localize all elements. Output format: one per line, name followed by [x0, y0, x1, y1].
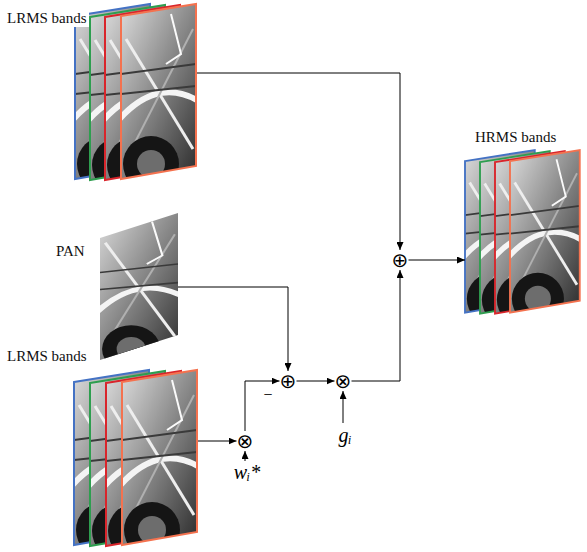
multiply-operator: ⊗ [237, 431, 254, 451]
flow-connector [198, 441, 237, 442]
image-label: PAN [54, 243, 87, 260]
image-stack: LRMS bands [75, 4, 197, 180]
sign-label-holder: − [263, 386, 272, 404]
multiply-operator: ⊗ [335, 371, 352, 391]
weight-label-holder: wᵢ* [234, 461, 261, 483]
image-label: HRMS bands [473, 129, 558, 146]
flow-connector [245, 381, 280, 431]
add-operator: ⊕ [280, 371, 297, 391]
image-label: LRMS bands [5, 348, 89, 365]
operator-symbol: ⊗ [335, 371, 352, 391]
gain-label: gᵢ [338, 424, 351, 446]
add-operator: ⊕ [392, 250, 409, 270]
image-stack: LRMS bands [74, 370, 198, 546]
weight-arrow [245, 451, 246, 461]
gain-arrow [343, 391, 344, 423]
flow-connector [178, 287, 288, 371]
operator-symbol: ⊕ [280, 371, 297, 391]
operator-symbol: ⊕ [392, 250, 409, 270]
sign-label: − [263, 386, 272, 404]
flow-connector [409, 260, 466, 261]
image-stack: HRMS bands [465, 150, 582, 315]
flow-connector [197, 73, 400, 250]
image-panel: PAN [100, 213, 178, 360]
image-label: LRMS bands [5, 10, 89, 27]
gain-label-holder: gᵢ [338, 424, 351, 446]
flow-connector [297, 381, 335, 382]
flow-connector [352, 270, 401, 381]
operator-symbol: ⊗ [237, 431, 254, 451]
weight-label: wᵢ* [234, 461, 261, 483]
